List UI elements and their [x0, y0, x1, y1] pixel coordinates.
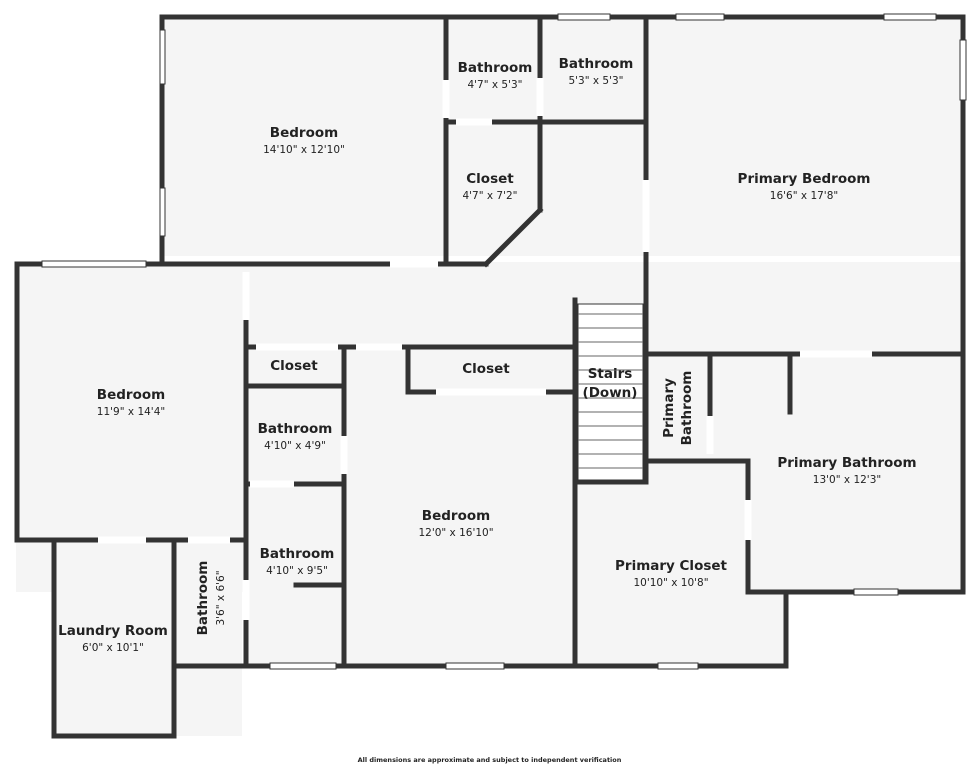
room-bathroom-c: Bathroom	[258, 421, 333, 437]
room-bathroom-c-dims: 4'10" x 4'9"	[264, 440, 326, 452]
room-bathroom-d: Bathroom	[260, 546, 335, 562]
room-bathroom-d-dims: 4'10" x 9'5"	[266, 565, 328, 577]
room-bathroom-vertical: Bathroom	[195, 561, 211, 636]
room-bedroom-left-dims: 11'9" x 14'4"	[97, 406, 165, 418]
room-labels: Bedroom 14'10" x 12'10" Bathroom 4'7" x …	[58, 56, 917, 654]
room-stairs-line2: (Down)	[583, 385, 638, 401]
room-bathroom-a-dims: 4'7" x 5'3"	[467, 79, 522, 91]
room-bathroom-vertical-dims: 3'6" x 6'6"	[215, 570, 227, 625]
room-closet-small: Closet	[270, 358, 318, 374]
windows	[41, 13, 967, 670]
room-bedroom-center: Bedroom	[422, 508, 490, 524]
room-primary-closet: Primary Closet	[615, 558, 728, 574]
room-primary-bedroom-dims: 16'6" x 17'8"	[770, 190, 838, 202]
room-primary-bathroom-dims: 13'0" x 12'3"	[813, 474, 881, 486]
room-primary-bath-small-line2: Bathroom	[679, 371, 695, 446]
room-primary-closet-dims: 10'10" x 10'8"	[633, 577, 708, 589]
room-bedroom-center-dims: 12'0" x 16'10"	[418, 527, 493, 539]
room-laundry-dims: 6'0" x 10'1"	[82, 642, 144, 654]
room-closet-angled-dims: 4'7" x 7'2"	[462, 190, 517, 202]
room-laundry: Laundry Room	[58, 623, 168, 639]
room-bedroom-top-left-dims: 14'10" x 12'10"	[263, 144, 345, 156]
room-primary-bedroom: Primary Bedroom	[738, 171, 871, 187]
room-primary-bathroom: Primary Bathroom	[777, 455, 916, 471]
room-bathroom-b: Bathroom	[559, 56, 634, 72]
floor-fill	[16, 16, 966, 736]
room-bedroom-left: Bedroom	[97, 387, 165, 403]
room-bathroom-a: Bathroom	[458, 60, 533, 76]
room-bathroom-b-dims: 5'3" x 5'3"	[568, 75, 623, 87]
room-closet-wide: Closet	[462, 361, 510, 377]
room-primary-bath-small-line1: Primary	[661, 378, 677, 438]
stair-treads	[577, 303, 644, 481]
room-closet-angled: Closet	[466, 171, 514, 187]
room-bedroom-top-left: Bedroom	[270, 125, 338, 141]
disclaimer-note: All dimensions are approximate and subje…	[357, 756, 622, 764]
room-stairs-line1: Stairs	[588, 366, 633, 382]
